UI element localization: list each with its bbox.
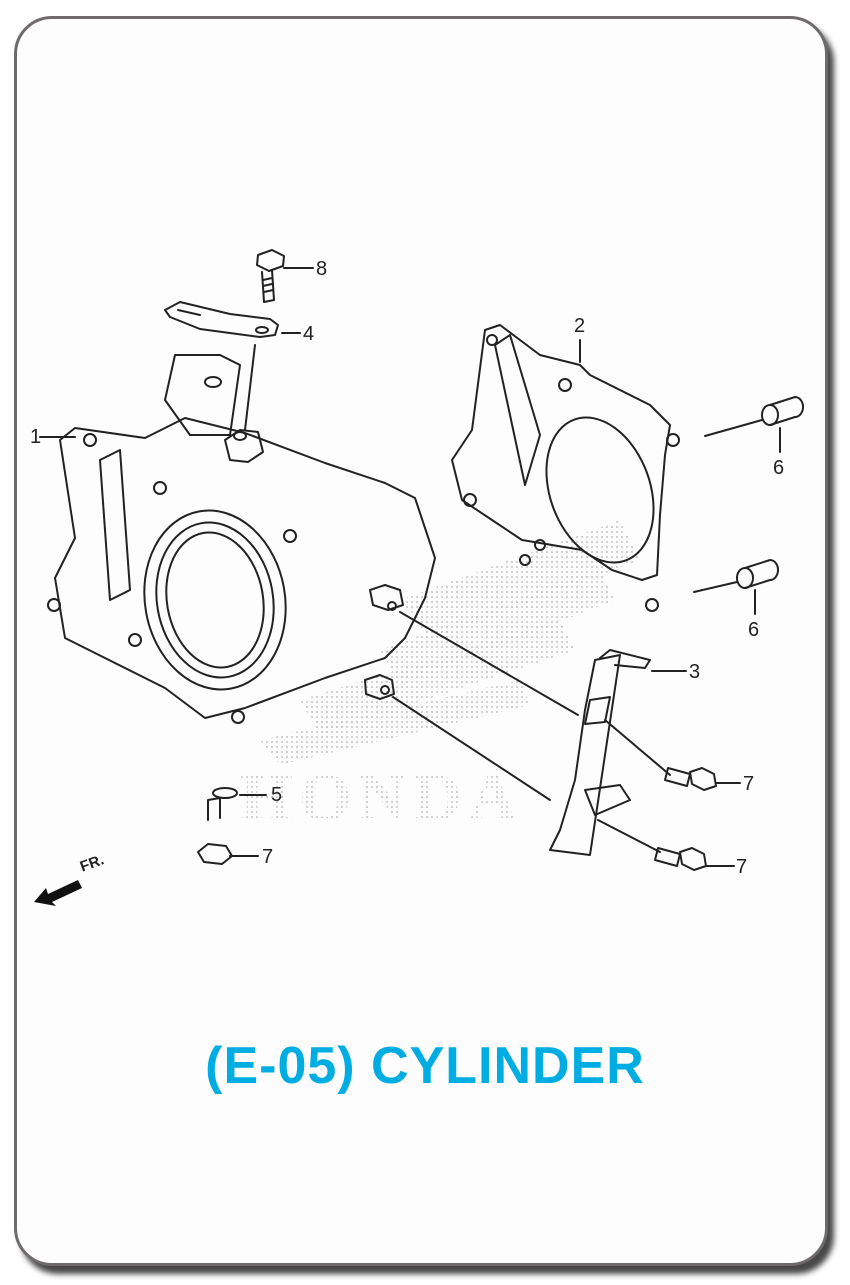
bolt-8: [256, 249, 314, 303]
stay-3: [392, 611, 687, 856]
cylinder-1: [39, 354, 436, 724]
callout-5: 5: [271, 784, 283, 806]
svg-text:HONDA: HONDA: [240, 759, 523, 835]
flange-bolt-7c: [197, 797, 259, 865]
honda-watermark: HONDA: [240, 520, 640, 835]
callout-2: 2: [574, 315, 586, 337]
diagram-title: (E-05) CYLINDER: [205, 1037, 645, 1095]
dowel-pin-6b: [693, 559, 779, 615]
callout-3: 3: [689, 661, 701, 683]
gasket-2: [451, 324, 680, 612]
washer-5: [212, 787, 267, 799]
flange-bolt-7b: [654, 847, 735, 871]
callout-8: 8: [316, 258, 328, 280]
callout-4: 4: [303, 323, 315, 345]
callout-6a: 6: [773, 457, 785, 479]
callout-6b: 6: [748, 619, 760, 641]
callout-7a: 7: [743, 773, 755, 795]
flange-bolt-7a: [664, 767, 741, 791]
parts-diagram: HONDA: [39, 249, 804, 871]
dowel-pin-6a: [704, 396, 804, 453]
callout-7b: 7: [736, 856, 748, 878]
bracket-plate-4: [164, 301, 301, 431]
front-direction-arrow-icon: [34, 880, 82, 906]
callout-7c: 7: [262, 846, 274, 868]
callout-1: 1: [30, 426, 42, 448]
